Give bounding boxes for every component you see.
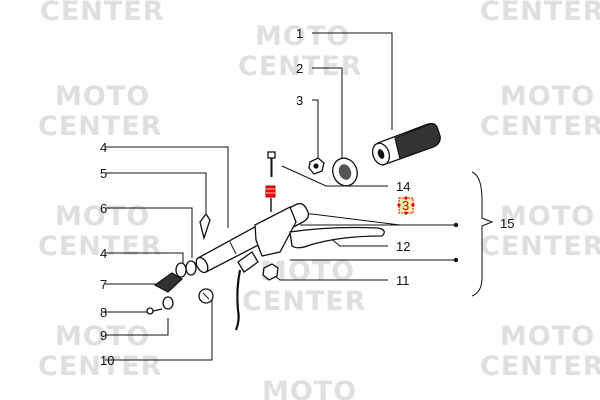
lever-holder xyxy=(254,206,297,257)
watermark-center: CENTER xyxy=(480,0,600,27)
leader-line-5 xyxy=(105,172,207,228)
leader-line-6 xyxy=(105,207,193,258)
callout-4-upper: 4 xyxy=(100,140,107,155)
throttle-ring xyxy=(332,157,358,187)
leader-line-4-upper xyxy=(105,146,229,228)
screw xyxy=(267,151,276,177)
callout-3-top: 3 xyxy=(296,93,303,108)
watermark-moto: MOTO xyxy=(255,21,350,52)
callout-5: 5 xyxy=(100,166,107,181)
callout-6: 6 xyxy=(100,201,107,216)
leader-line-14 xyxy=(281,165,388,187)
leader-line-12 xyxy=(329,237,388,247)
callout-14: 14 xyxy=(396,179,410,194)
callout-11: 11 xyxy=(396,273,410,288)
mount-bracket xyxy=(153,272,183,293)
watermark-moto: MOTO xyxy=(500,201,595,232)
highlighted-spring xyxy=(265,185,276,198)
callout-3-highlight-marker: 3 xyxy=(397,196,415,215)
callout-3-highlight: 3 xyxy=(402,198,409,213)
callout-7: 7 xyxy=(100,277,107,292)
watermark-moto: MOTO xyxy=(500,81,595,112)
callout-12: 12 xyxy=(396,239,410,254)
watermark-center: CENTER xyxy=(40,0,165,27)
watermark-moto: MOTO xyxy=(55,321,150,352)
switch-with-cable xyxy=(234,251,259,331)
leader-line-3-top xyxy=(312,99,319,158)
callout-2: 2 xyxy=(296,61,303,76)
watermark-center: CENTER xyxy=(38,351,163,382)
watermark-moto: MOTO xyxy=(55,81,150,112)
callout-10: 10 xyxy=(100,353,114,368)
screw xyxy=(146,307,163,315)
watermark-center: CENTER xyxy=(480,111,600,142)
nut xyxy=(162,296,174,310)
leader-line-1 xyxy=(312,32,393,130)
leader-lines xyxy=(105,32,494,361)
watermark-center: CENTER xyxy=(242,286,367,317)
washer xyxy=(175,262,187,278)
watermark-center: CENTER xyxy=(38,111,163,142)
clip xyxy=(199,212,211,241)
callout-8: 8 xyxy=(100,305,107,320)
callout-1: 1 xyxy=(296,26,303,41)
watermark-moto: MOTO xyxy=(55,201,150,232)
nut xyxy=(308,157,325,175)
parts-layer xyxy=(146,122,441,331)
handlebar-grip xyxy=(371,122,441,166)
watermark-center: CENTER xyxy=(38,231,163,262)
watermark-layer: CENTER CENTER MOTO CENTER MOTO CENTER MO… xyxy=(38,0,600,400)
leader-line-10 xyxy=(105,300,213,361)
callout-4-lower: 4 xyxy=(100,246,107,261)
watermark-moto: MOTO xyxy=(500,321,595,352)
clamp-ring xyxy=(198,288,214,304)
leader-dot xyxy=(453,222,459,228)
watermark-moto: MOTO xyxy=(262,376,357,400)
washer xyxy=(185,260,197,276)
bracket-15 xyxy=(471,171,494,297)
watermark-center: CENTER xyxy=(480,351,600,382)
brake-lever xyxy=(289,226,385,249)
watermark-center: CENTER xyxy=(480,231,600,262)
callout-9: 9 xyxy=(100,328,107,343)
leader-line-9 xyxy=(105,318,169,336)
nut xyxy=(262,263,279,281)
callout-15: 15 xyxy=(500,216,514,231)
callout-labels: 1 2 3 4 5 6 4 7 8 9 10 11 12 3 14 15 xyxy=(100,26,514,368)
watermark-center: CENTER xyxy=(238,51,363,82)
leader-dot xyxy=(453,257,459,263)
leader-line-2 xyxy=(312,67,343,160)
